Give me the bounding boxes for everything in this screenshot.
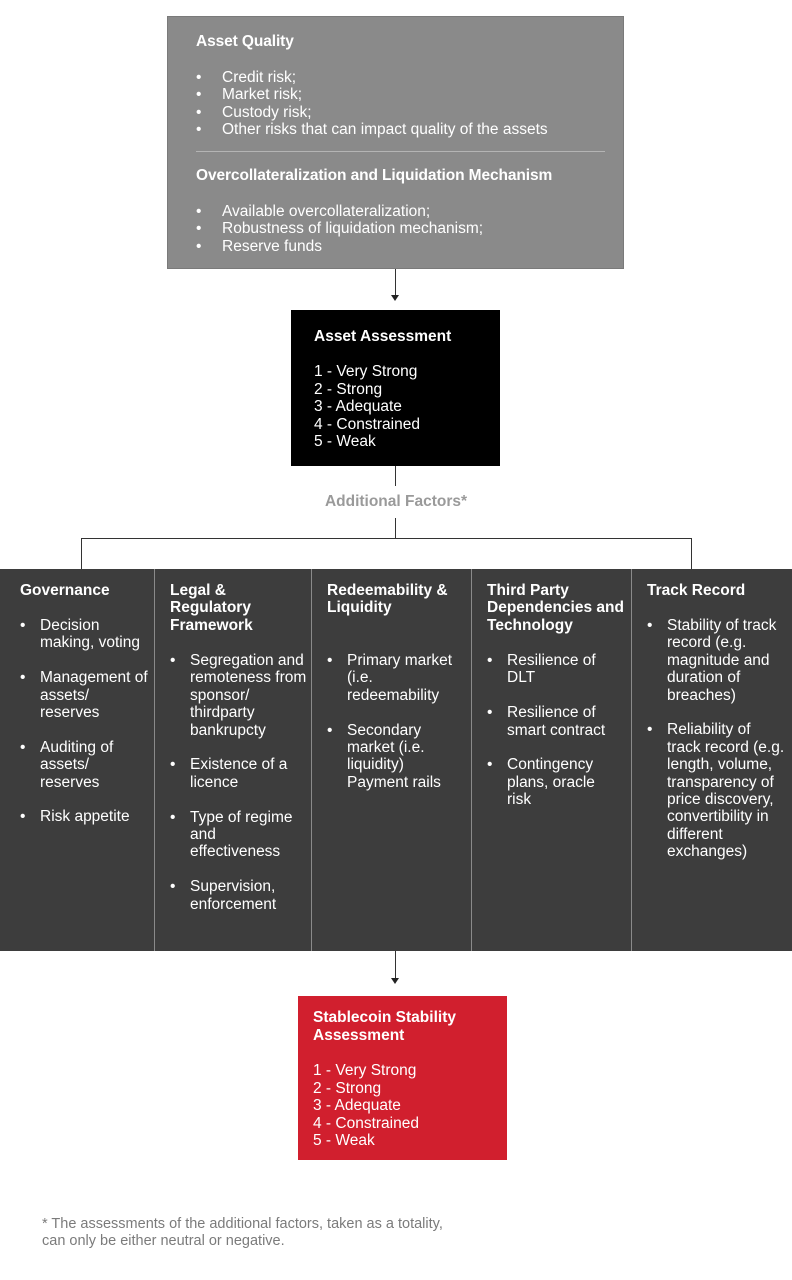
overcollateralization-title: Overcollateralization and Liquidation Me…	[196, 167, 553, 184]
factor-list: Segregation and remoteness from sponsor/…	[170, 652, 310, 930]
list-item: Robustness of liquidation mechanism;	[196, 220, 483, 238]
additional-factors-label: Additional Factors*	[324, 493, 468, 510]
asset-assessment-title: Asset Assessment	[314, 328, 452, 345]
list-item: Decision making, voting	[20, 617, 148, 652]
connector-line	[395, 518, 396, 539]
rating-item: 5 - Weak	[314, 433, 376, 450]
additional-factors-panel: Governance Decision making, voting Manag…	[0, 569, 792, 951]
list-item: Secondary market (i.e. liquidity) Paymen…	[327, 722, 467, 792]
arrow-down-icon	[391, 978, 399, 984]
factor-third-party-technology: Third Party Dependencies and Technology …	[472, 569, 631, 951]
list-item: Credit risk;	[196, 69, 548, 87]
connector-line	[395, 951, 396, 979]
rating-list: 1 - Very Strong 2 - Strong 3 - Adequate …	[313, 1062, 419, 1150]
list-item: Resilience of DLT	[487, 652, 611, 687]
factor-title: Legal & Regulatory Framework	[170, 582, 253, 634]
rating-item: 3 - Adequate	[313, 1097, 401, 1114]
rating-item: 3 - Adequate	[314, 398, 402, 415]
asset-quality-box: Asset Quality Credit risk; Market risk; …	[167, 16, 624, 269]
list-item: Stability of track record (e.g. magnitud…	[647, 617, 787, 704]
list-item: Type of regime and effectiveness	[170, 809, 310, 861]
rating-item: 2 - Strong	[313, 1079, 382, 1097]
list-item: Market risk;	[196, 86, 548, 104]
factor-track-record: Track Record Stability of track record (…	[632, 569, 792, 951]
footnote: * The assessments of the additional fact…	[42, 1216, 443, 1249]
arrow-down-icon	[391, 295, 399, 301]
factor-title: Redeemability & Liquidity	[327, 582, 448, 617]
factor-title: Governance	[20, 582, 110, 599]
list-item: Risk appetite	[20, 808, 148, 826]
list-item: Resilience of smart contract	[487, 704, 611, 739]
factor-list: Primary market (i.e. redeemability Secon…	[327, 652, 467, 809]
rating-item: 1 - Very Strong	[313, 1062, 417, 1079]
list-item: Other risks that can impact quality of t…	[196, 121, 548, 139]
connector-line	[395, 466, 396, 486]
list-item: Reliability of track record (e.g. length…	[647, 721, 787, 860]
asset-assessment-box: Asset Assessment 1 - Very Strong 2 - Str…	[291, 310, 500, 466]
rating-item: 2 - Strong	[314, 380, 383, 398]
connector-line	[395, 269, 396, 296]
list-item: Reserve funds	[196, 238, 483, 256]
bracket-left-leg	[81, 538, 82, 569]
rating-item: 4 - Constrained	[313, 1114, 419, 1132]
column-divider	[154, 569, 155, 951]
asset-quality-list: Credit risk; Market risk; Custody risk; …	[196, 69, 548, 139]
factor-list: Stability of track record (e.g. magnitud…	[647, 617, 787, 878]
list-item: Contingency plans, oracle risk	[487, 756, 611, 808]
stablecoin-assessment-title: Stablecoin Stability Assessment	[313, 1009, 456, 1044]
list-item: Management of assets/ reserves	[20, 669, 148, 721]
column-divider	[631, 569, 632, 951]
asset-quality-title: Asset Quality	[196, 33, 294, 50]
divider	[196, 151, 605, 152]
rating-list: 1 - Very Strong 2 - Strong 3 - Adequate …	[314, 363, 420, 451]
factor-governance: Governance Decision making, voting Manag…	[0, 569, 154, 951]
factor-title: Track Record	[647, 582, 746, 599]
list-item: Custody risk;	[196, 104, 548, 122]
bracket-line	[81, 538, 692, 539]
list-item: Existence of a licence	[170, 756, 310, 791]
rating-item: 5 - Weak	[313, 1132, 375, 1149]
list-item: Supervision, enforcement	[170, 878, 310, 913]
factor-title: Third Party Dependencies and Technology	[487, 582, 624, 634]
column-divider	[311, 569, 312, 951]
rating-item: 1 - Very Strong	[314, 363, 418, 380]
list-item: Auditing of assets/ reserves	[20, 739, 148, 791]
bracket-right-leg	[691, 538, 692, 569]
factor-legal-regulatory: Legal & Regulatory Framework Segregation…	[155, 569, 311, 951]
factor-list: Resilience of DLT Resilience of smart co…	[487, 652, 611, 826]
factor-redeemability-liquidity: Redeemability & Liquidity Primary market…	[312, 569, 471, 951]
rating-item: 4 - Constrained	[314, 415, 420, 433]
list-item: Available overcollateralization;	[196, 203, 483, 221]
overcollateralization-list: Available overcollateralization; Robustn…	[196, 203, 483, 256]
column-divider	[471, 569, 472, 951]
stablecoin-assessment-box: Stablecoin Stability Assessment 1 - Very…	[298, 996, 507, 1160]
factor-list: Decision making, voting Management of as…	[20, 617, 148, 843]
list-item: Primary market (i.e. redeemability	[327, 652, 467, 704]
list-item: Segregation and remoteness from sponsor/…	[170, 652, 310, 739]
